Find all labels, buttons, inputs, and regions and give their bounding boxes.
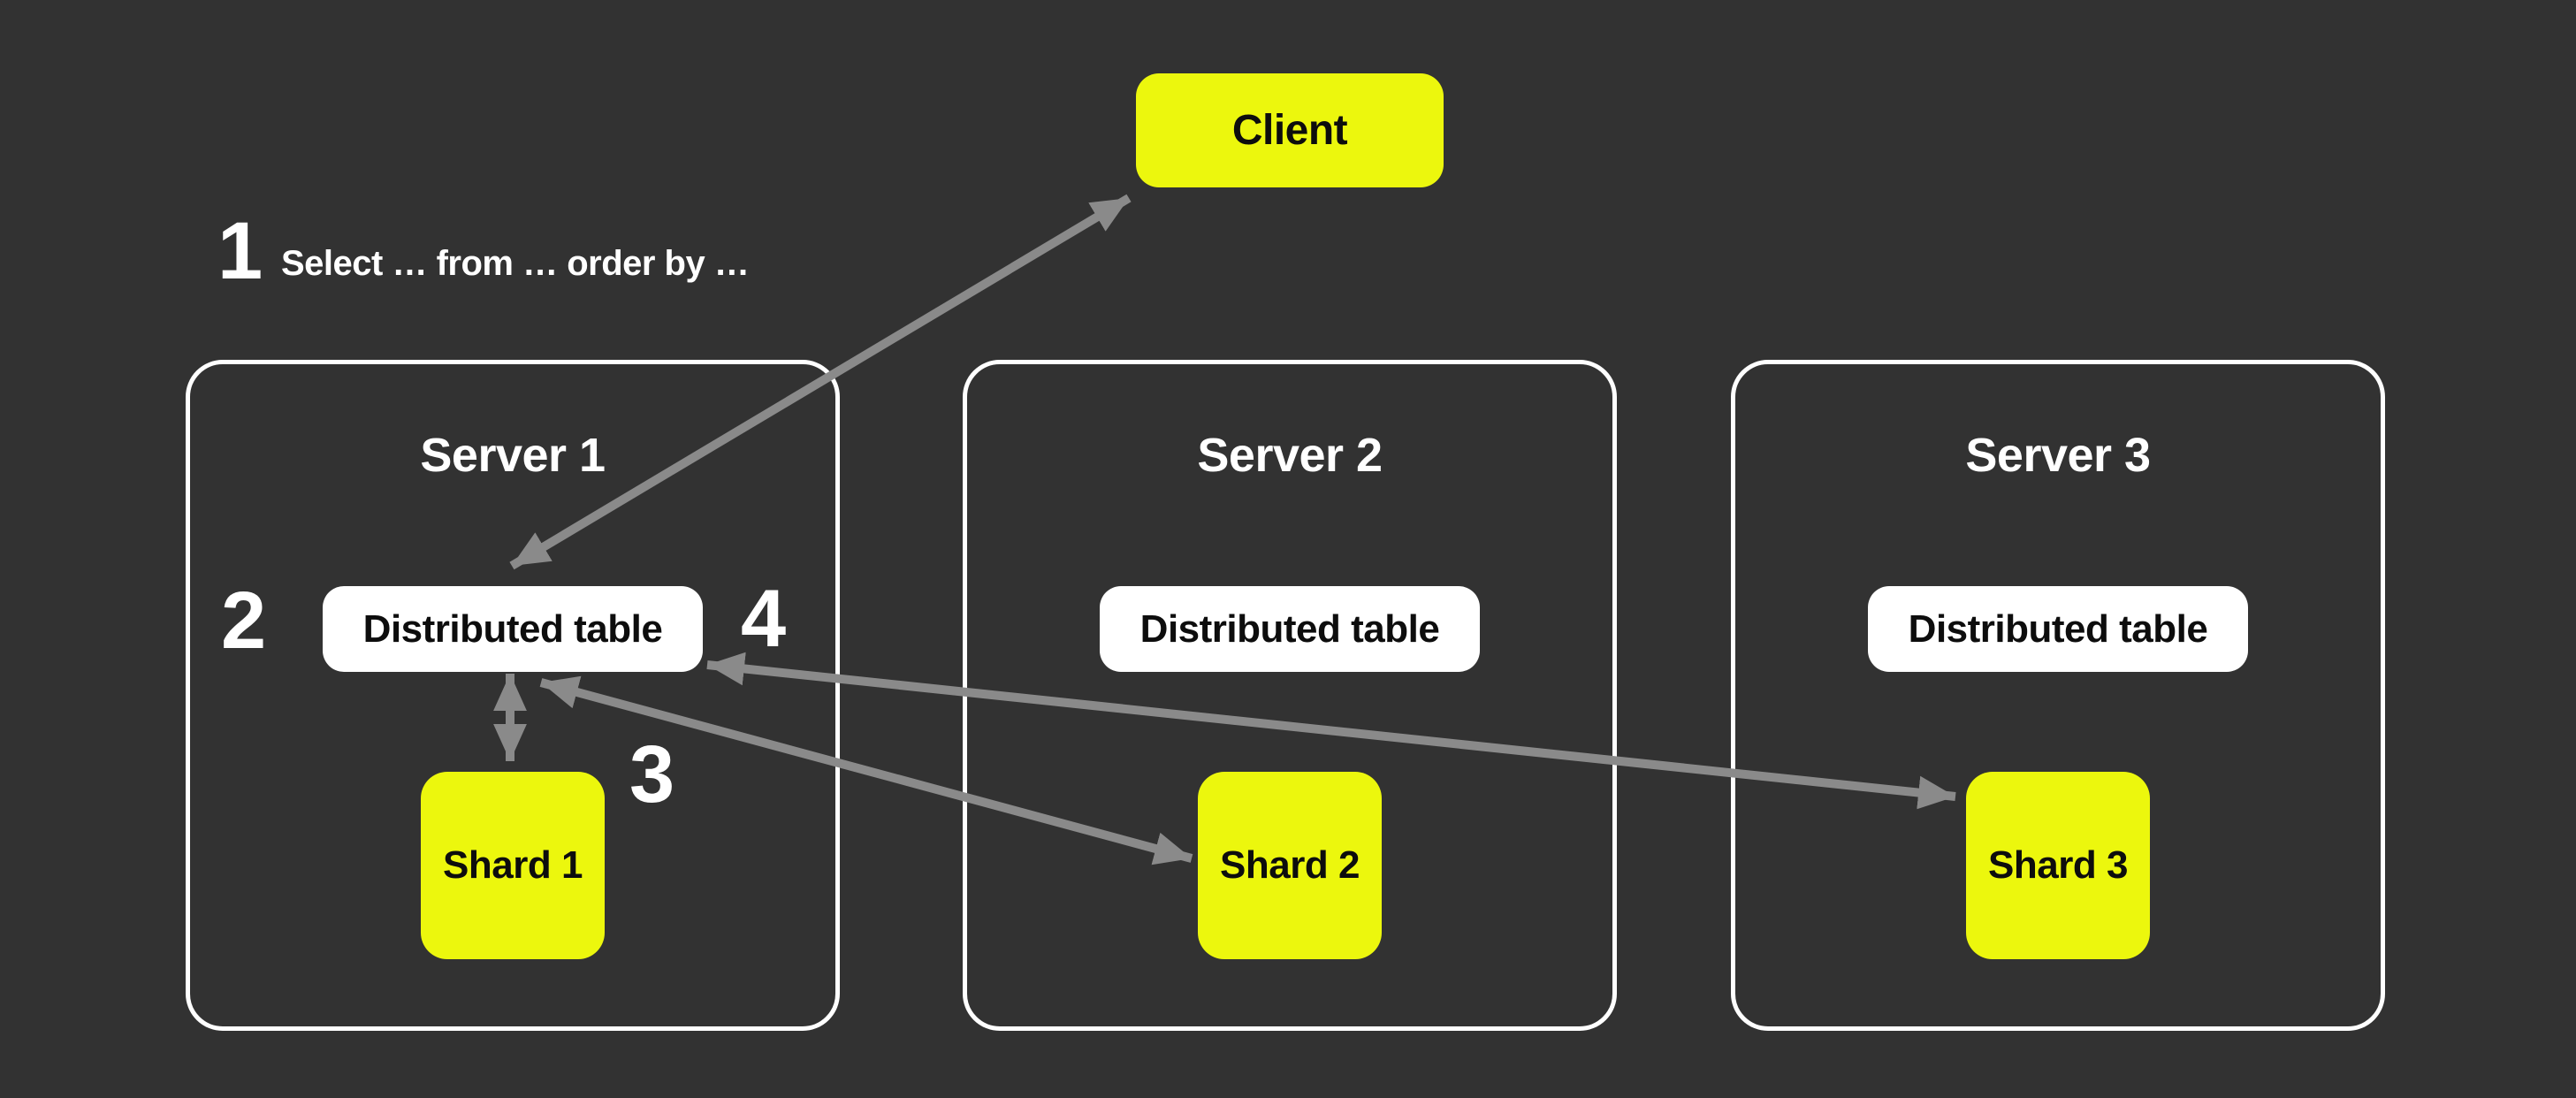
server-2-box: Server 2 Distributed table Shard 2 [963,360,1617,1031]
client-box: Client [1136,73,1444,187]
shard-3-box: Shard 3 [1966,772,2150,959]
step-2-label: 2 [221,576,266,666]
distributed-table-2: Distributed table [1100,586,1480,672]
shard-1-label: Shard 1 [443,843,583,887]
distributed-table-1: Distributed table [323,586,703,672]
shard-1-box: Shard 1 [421,772,605,959]
distributed-table-1-label: Distributed table [362,606,663,651]
server-2-title: Server 2 [1197,429,1383,482]
server-1-box: Server 1 Distributed table Shard 1 [186,360,840,1031]
server-1-title: Server 1 [420,429,606,482]
distributed-table-3: Distributed table [1868,586,2248,672]
distributed-table-2-label: Distributed table [1139,606,1440,651]
step-4-label: 4 [741,574,786,664]
step-1-label: 1 [217,206,263,296]
shard-2-box: Shard 2 [1198,772,1382,959]
server-3-title: Server 3 [1965,429,2151,482]
step-3-label: 3 [629,729,674,820]
query-text: Select … from … order by … [281,244,750,283]
shard-2-label: Shard 2 [1220,843,1360,887]
server-3-box: Server 3 Distributed table Shard 3 [1731,360,2385,1031]
distributed-table-3-label: Distributed table [1908,606,2208,651]
shard-3-label: Shard 3 [1988,843,2128,887]
client-label: Client [1231,107,1348,154]
